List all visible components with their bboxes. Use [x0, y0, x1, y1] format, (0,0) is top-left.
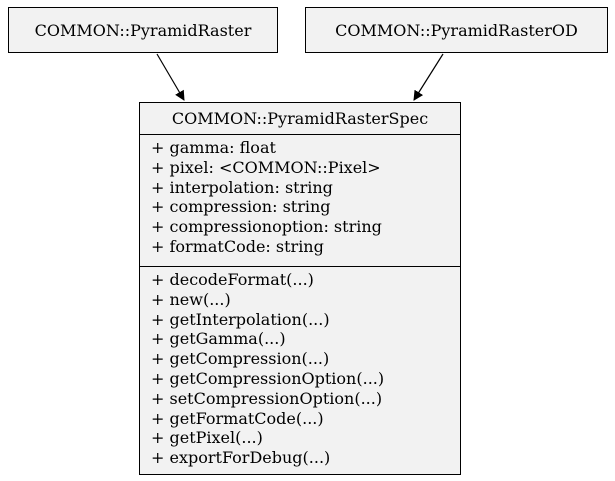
method-row: + getPixel(...)	[151, 428, 263, 448]
method-row: + getCompressionOption(...)	[151, 368, 385, 388]
method-row: + setCompressionOption(...)	[151, 388, 383, 408]
method-row: + getGamma(...)	[151, 329, 286, 349]
method-row: + getFormatCode(...)	[151, 408, 324, 428]
method-row: + exportForDebug(...)	[151, 448, 331, 468]
class-title: COMMON::PyramidRasterSpec	[140, 103, 460, 135]
methods-section: + decodeFormat(...)+ new(...)+ getInterp…	[140, 267, 460, 472]
class-name: COMMON::PyramidRasterSpec	[171, 109, 429, 128]
attribute-row: + formatCode: string	[151, 236, 324, 256]
class-box-pyramidrasterod[interactable]: COMMON::PyramidRasterOD	[305, 7, 608, 53]
class-name: COMMON::PyramidRasterOD	[335, 20, 578, 40]
edge-pyramidraster-to-spec	[156, 53, 185, 101]
attributes-section: + gamma: float+ pixel: <COMMON::Pixel>+ …	[140, 135, 460, 267]
method-row: + decodeFormat(...)	[151, 270, 314, 289]
attribute-row: + pixel: <COMMON::Pixel>	[151, 157, 381, 177]
method-row: + getCompression(...)	[151, 349, 330, 369]
class-box-pyramidraster[interactable]: COMMON::PyramidRaster	[8, 7, 278, 53]
attribute-row: + compressionoption: string	[151, 217, 382, 237]
class-name: COMMON::PyramidRaster	[34, 20, 252, 40]
attribute-row: + compression: string	[151, 197, 331, 217]
class-box-pyramidrasterspec[interactable]: COMMON::PyramidRasterSpec + gamma: float…	[139, 102, 461, 475]
method-row: + new(...)	[151, 289, 231, 309]
attribute-row: + gamma: float	[151, 138, 276, 157]
method-row: + getInterpolation(...)	[151, 309, 330, 329]
edge-pyramidrasterod-to-spec	[413, 53, 444, 101]
attribute-row: + interpolation: string	[151, 177, 333, 197]
